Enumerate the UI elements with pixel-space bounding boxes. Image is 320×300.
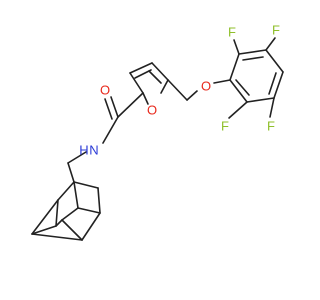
bond-c5-ch2 <box>167 79 188 101</box>
atom-o-ether: O <box>201 79 211 94</box>
bond-c-f-top-right <box>265 37 276 51</box>
bond-adam-12 <box>77 207 101 214</box>
bond-aryl-c4-c5-double <box>268 72 277 95</box>
bond-adam-9 <box>31 199 59 235</box>
bond-adam-2 <box>73 181 99 189</box>
bond-adam-7 <box>55 219 63 227</box>
bond-aryl-c6-c1 <box>229 79 248 103</box>
atom-f-top-left: F <box>228 25 236 40</box>
atom-labels: O N H O O F F F F <box>79 23 280 158</box>
molecule-canvas: O N H O O F F F F <box>31 22 284 241</box>
atom-f-bottom-right: F <box>267 119 275 134</box>
bond-c-f-bottom-right <box>269 97 275 118</box>
atom-h-amide: H <box>79 143 88 158</box>
bond-adam-1 <box>57 181 75 201</box>
bond-carbonyl-c-o-double <box>104 98 113 120</box>
bond-aryl-c2-c3 <box>238 49 267 55</box>
bond-furan-c5-o <box>160 79 169 94</box>
bond-ch2-adamantyl <box>67 162 75 183</box>
bond-c-f-top-left <box>233 39 240 55</box>
atom-o-carbonyl: O <box>100 83 110 98</box>
bond-ch2-o-ether <box>186 90 198 101</box>
atom-f-bottom-left: F <box>221 119 229 134</box>
bond-adam-5 <box>97 187 101 214</box>
bond-adam-6 <box>61 207 79 221</box>
bond-adam-11 <box>81 212 101 241</box>
bond-furan-o-c2 <box>142 92 149 105</box>
bond-o-ether-aryl <box>213 79 231 84</box>
bond-aryl-c2-c3-double <box>242 56 264 61</box>
bonds <box>31 37 284 241</box>
bond-furan-c3-c4 <box>129 62 153 74</box>
bond-adam-4 <box>55 199 59 227</box>
atom-f-top-right: F <box>272 23 280 38</box>
bond-adam-10 <box>61 219 83 241</box>
atom-n-amide: N <box>89 143 98 158</box>
bond-adam-13 <box>31 233 83 241</box>
bond-n-ch2 <box>67 151 87 164</box>
bond-aryl-c6-c1-double <box>235 79 250 96</box>
bond-carbonyl-c-n <box>102 116 119 144</box>
bond-aryl-c3-c4 <box>265 49 284 73</box>
bond-aryl-c5-c6 <box>246 97 275 103</box>
bond-c-f-bottom-left <box>228 101 248 119</box>
bond-c2-carbonyl-c <box>117 92 144 118</box>
bond-aryl-c4-c5 <box>273 71 284 99</box>
structure-diagram: O N H O O F F F F <box>31 23 284 241</box>
bond-furan-c2-c3 <box>129 72 144 94</box>
bond-adam-8 <box>31 225 57 235</box>
atom-o-furan: O <box>147 103 157 118</box>
bond-adam-3 <box>73 181 79 209</box>
bond-furan-c4-c5-double <box>148 70 162 84</box>
bond-aryl-c1-c2 <box>229 53 240 81</box>
bond-furan-c4-c5 <box>151 62 169 81</box>
bond-carbonyl-c-o <box>110 96 119 118</box>
